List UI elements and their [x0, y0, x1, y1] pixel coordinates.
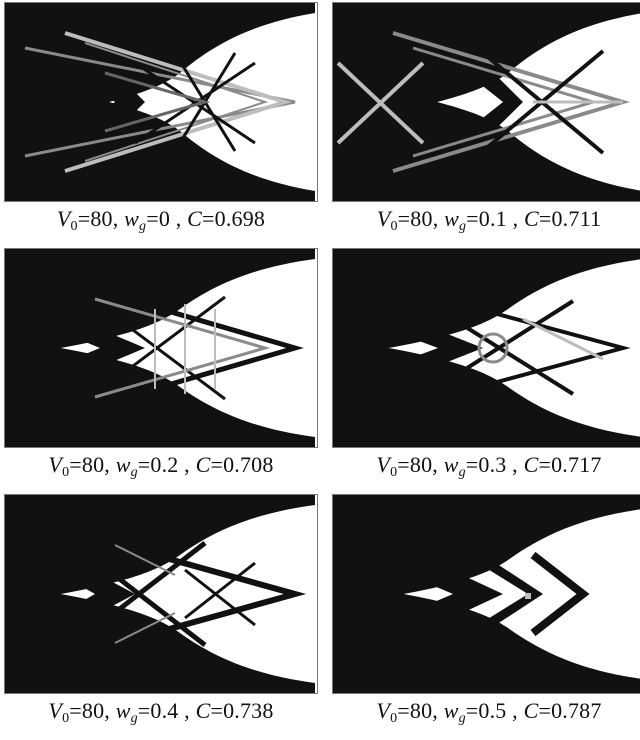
- fine-cross: [184, 561, 256, 627]
- panel-4-frame: [332, 248, 640, 448]
- left-chevron: [333, 289, 483, 407]
- panel-2-topology: [333, 3, 640, 201]
- panel-4: V0=80, wg=0.3 , C=0.717: [330, 248, 640, 488]
- gray-member-a: [24, 46, 296, 158]
- panel-3-frame: [4, 248, 318, 448]
- panel-1-frame: [4, 2, 318, 202]
- panel-6-caption: V0=80, wg=0.5 , C=0.787: [376, 698, 602, 726]
- panel-5: V0=80, wg=0.4 , C=0.738: [2, 494, 318, 734]
- left-solid-region: [5, 3, 145, 201]
- left-chevron: [5, 289, 145, 407]
- gray-member-b: [64, 31, 292, 173]
- main-chevron: [422, 292, 631, 404]
- panel-4-topology: [333, 249, 640, 447]
- cross-members: [451, 299, 575, 396]
- gray-ring: [477, 332, 509, 364]
- gray-member-d: [104, 71, 211, 133]
- left-gray-cross: [336, 61, 425, 145]
- gray-member-b: [154, 304, 216, 394]
- panel-2-caption: V0=80, wg=0.1 , C=0.711: [376, 206, 602, 234]
- panel-4-caption: V0=80, wg=0.3 , C=0.717: [376, 452, 602, 480]
- cross-members: [104, 295, 226, 401]
- lower-arm: [333, 583, 640, 693]
- upper-arm: [333, 495, 640, 605]
- panel-3-caption: V0=80, wg=0.2 , C=0.708: [48, 452, 274, 480]
- panel-6-frame: [332, 494, 640, 694]
- panel-6: V0=80, wg=0.5 , C=0.787: [330, 494, 640, 734]
- gray-speck: [525, 593, 531, 599]
- panel-1-topology: [5, 3, 315, 201]
- cross-members: [93, 541, 207, 647]
- panel-2: V0=80, wg=0.1 , C=0.711: [330, 2, 640, 242]
- left-chevron: [5, 525, 135, 663]
- panel-2-frame: [332, 2, 640, 202]
- panel-5-caption: V0=80, wg=0.4 , C=0.738: [48, 698, 274, 726]
- cross-members: [134, 52, 256, 152]
- gray-members: [114, 544, 176, 644]
- right-chevron: [530, 551, 590, 637]
- panel-6-topology: [333, 495, 640, 693]
- panel-1-caption: V0=80, wg=0 , C=0.698: [56, 206, 266, 234]
- main-chevron: [64, 527, 307, 661]
- panel-5-frame: [4, 494, 318, 694]
- main-chevron: [74, 281, 304, 415]
- gray-member-c: [84, 42, 269, 162]
- gray-member: [522, 317, 604, 361]
- center-node: [433, 535, 543, 653]
- panel-3: V0=80, wg=0.2 , C=0.708: [2, 248, 318, 488]
- gray-member-a: [94, 297, 271, 399]
- panel-5-topology: [5, 495, 315, 693]
- panel-1: V0=80, wg=0 , C=0.698: [2, 2, 318, 242]
- panel-3-topology: [5, 249, 315, 447]
- left-chevron: [333, 515, 503, 673]
